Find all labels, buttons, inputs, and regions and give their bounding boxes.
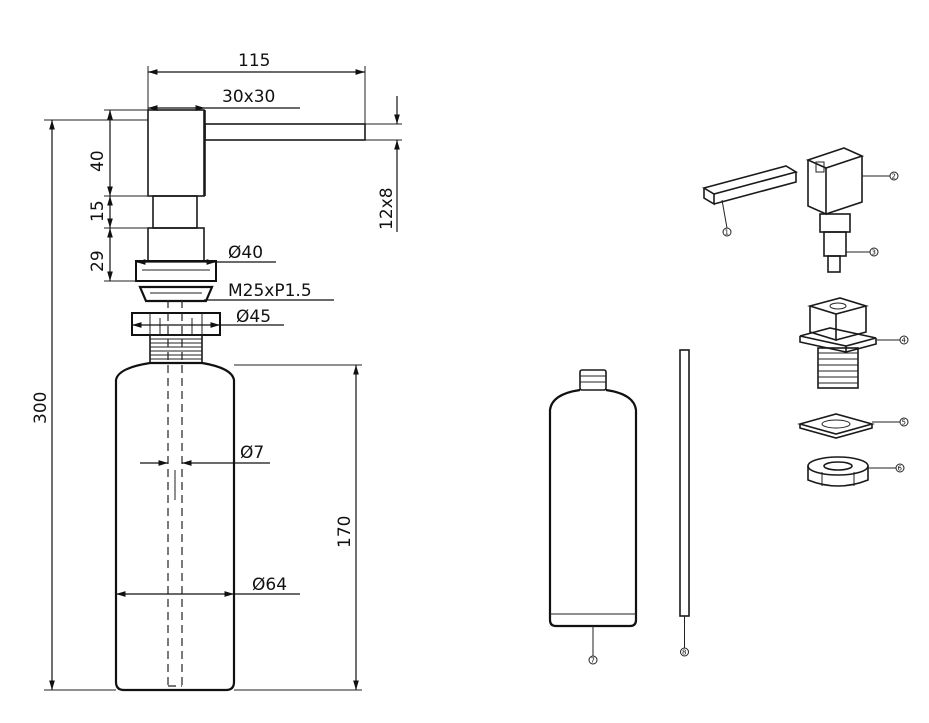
part-number-7: 7 — [591, 657, 595, 665]
dim-total-height: 300 — [31, 392, 51, 424]
pump-head — [147, 109, 205, 197]
dim-thread: M25xP1.5 — [228, 281, 312, 301]
exploded-view: 1 2 3 — [548, 147, 909, 665]
part-number-2: 2 — [892, 173, 896, 181]
thread-washer — [138, 285, 214, 303]
part-spout: 1 — [701, 165, 799, 237]
part-gasket: 5 — [797, 413, 909, 439]
part-piston: 3 — [819, 213, 879, 273]
dim-head-height: 40 — [88, 150, 108, 172]
part-nut: 6 — [807, 456, 905, 487]
part-number-3: 3 — [872, 249, 876, 257]
part-number-5: 5 — [902, 419, 906, 427]
part-number-6: 6 — [898, 465, 903, 473]
dim-nut-diameter: Ø45 — [236, 307, 271, 327]
part-number-8: 8 — [682, 649, 686, 657]
part-tube: 8 — [679, 349, 690, 657]
dim-total-width: 115 — [238, 51, 270, 71]
spout-outline — [204, 123, 366, 141]
bottle-outline — [114, 361, 236, 692]
dim-bottle-diameter: Ø64 — [252, 575, 287, 595]
dim-bottle-height: 170 — [335, 516, 355, 548]
dim-spout-section: 12x8 — [377, 187, 397, 230]
part-base: 4 — [799, 297, 909, 389]
base-block — [147, 227, 205, 262]
dim-head-square: 30x30 — [222, 87, 275, 107]
flange-plate — [135, 260, 217, 282]
dim-flange-diameter: Ø40 — [228, 243, 263, 263]
mount-nut — [131, 312, 221, 336]
dim-tube-diameter: Ø7 — [240, 443, 264, 463]
part-number-4: 4 — [902, 337, 907, 345]
pump-neck — [152, 195, 198, 229]
dim-neck-height: 15 — [88, 200, 108, 222]
thread-shank — [149, 334, 203, 364]
side-view: 115 30x30 12x8 40 15 29 300 170 — [31, 51, 402, 692]
dim-base-height: 29 — [88, 250, 108, 272]
part-number-1: 1 — [725, 229, 729, 237]
part-head: 2 — [805, 147, 899, 216]
part-bottle: 7 — [548, 369, 638, 665]
